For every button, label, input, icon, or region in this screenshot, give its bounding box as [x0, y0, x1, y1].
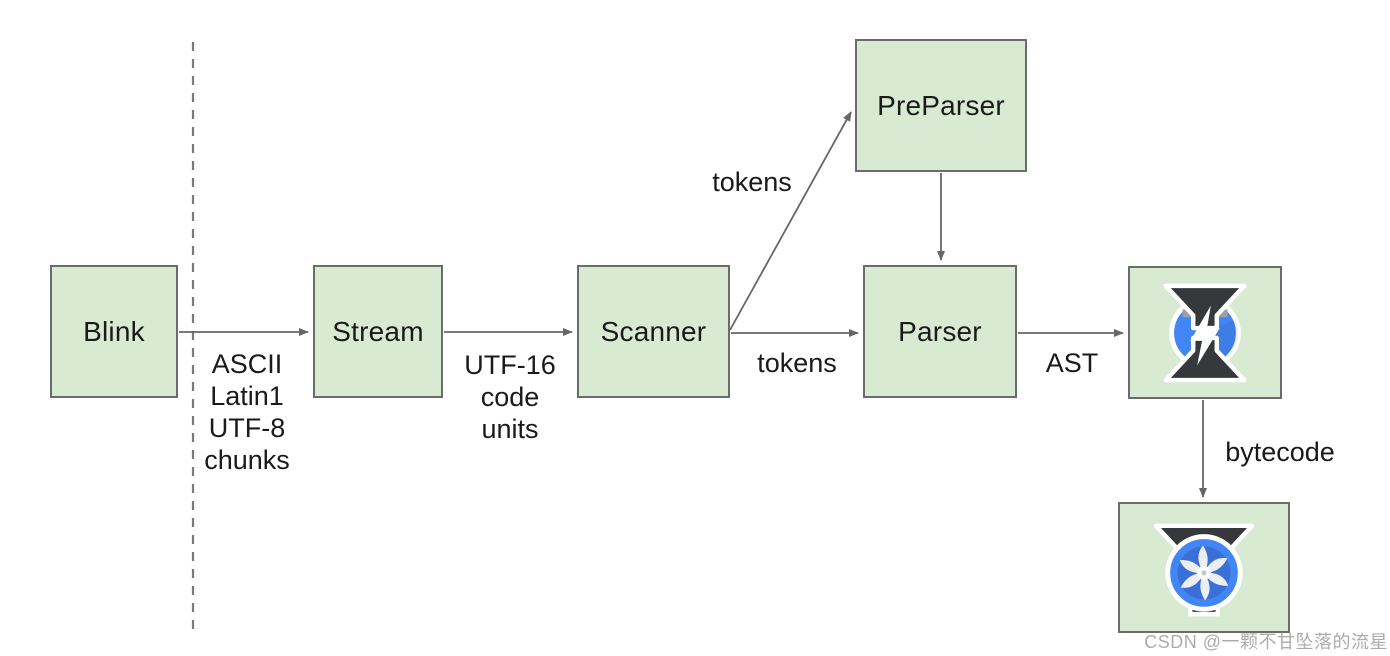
- edge-label-ast: AST: [1045, 348, 1099, 378]
- node-stream: Stream: [313, 265, 443, 398]
- node-stream-label: Stream: [332, 315, 424, 347]
- arrow-scanner-to-preparser: [729, 111, 852, 331]
- edge-label-utf16-line: UTF-16: [464, 350, 556, 380]
- edge-label-encodings: ASCII Latin1 UTF-8 chunks: [177, 348, 317, 476]
- turbofan-logo-icon: [1153, 523, 1255, 616]
- node-parser: Parser: [863, 265, 1017, 398]
- node-blink: Blink: [50, 265, 178, 398]
- edge-label-tokens-preparser: tokens: [712, 167, 792, 197]
- node-blink-label: Blink: [83, 315, 145, 347]
- node-ignition: [1128, 266, 1282, 399]
- edge-label-encodings-line: Latin1: [210, 381, 284, 411]
- edge-label-encodings-line: ASCII: [211, 349, 283, 379]
- ignition-logo-icon: [1163, 283, 1247, 382]
- node-preparser-label: PreParser: [877, 89, 1005, 121]
- node-scanner-label: Scanner: [600, 315, 707, 347]
- node-parser-label: Parser: [898, 315, 982, 347]
- edge-label-tokens-parser: tokens: [757, 348, 837, 378]
- edge-label-encodings-line: UTF-8: [208, 413, 286, 443]
- csdn-watermark: CSDN @一颗不甘坠落的流星: [1144, 632, 1388, 652]
- edge-label-utf16-code-units: UTF-16 code units: [440, 349, 580, 445]
- edge-label-encodings-line: chunks: [204, 445, 290, 475]
- node-preparser: PreParser: [855, 39, 1027, 172]
- edge-label-utf16-line: units: [481, 414, 539, 444]
- node-turbofan: [1118, 502, 1290, 633]
- edge-label-utf16-line: code: [480, 382, 540, 412]
- edge-label-bytecode: bytecode: [1225, 437, 1335, 467]
- node-scanner: Scanner: [577, 265, 730, 398]
